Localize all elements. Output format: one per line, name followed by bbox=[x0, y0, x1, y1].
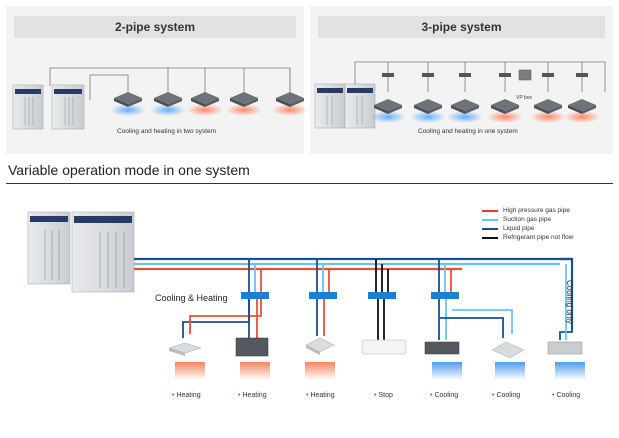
legend-item: High pressure gas pipe bbox=[482, 206, 573, 215]
bottom-outdoor-units bbox=[27, 211, 135, 293]
mode-label: •Stop bbox=[374, 392, 393, 399]
pipe-legend: High pressure gas pipe Suction gas pipe … bbox=[482, 206, 573, 242]
mode-label: •Cooling bbox=[430, 392, 459, 399]
mode-label: •Heating bbox=[172, 392, 201, 399]
two-pipe-indoor-units bbox=[110, 92, 308, 116]
three-pipe-panel: 3-pipe system bbox=[310, 6, 613, 154]
mode-glows bbox=[175, 362, 585, 380]
mode-text: Cooling bbox=[496, 392, 521, 399]
mode-text: Heating bbox=[176, 392, 201, 399]
bottom-indoor-units bbox=[168, 337, 583, 359]
three-pipe-title: 3-pipe system bbox=[318, 16, 605, 38]
legend-swatch bbox=[482, 227, 498, 230]
mode-label: •Heating bbox=[238, 392, 267, 399]
three-pipe-caption: Cooling and heating in one system bbox=[418, 128, 518, 135]
mode-text: Heating bbox=[242, 392, 267, 399]
legend-swatch bbox=[482, 236, 498, 239]
legend-label: Suction gas pipe bbox=[503, 216, 552, 223]
legend-item: Refrigerant pipe not flow bbox=[482, 233, 573, 242]
two-pipe-outdoor-units bbox=[12, 84, 85, 130]
two-pipe-caption: Cooling and heating in two system bbox=[117, 128, 217, 135]
mode-text: Stop bbox=[378, 392, 393, 399]
legend-swatch bbox=[482, 218, 498, 221]
section-divider bbox=[6, 183, 613, 184]
section-title: Variable operation mode in one system bbox=[8, 162, 250, 178]
two-pipe-panel: 2-pipe system bbox=[6, 6, 304, 154]
legend-item: Liquid pipe bbox=[482, 224, 573, 233]
mode-label: •Cooling bbox=[552, 392, 581, 399]
legend-label: Liquid pipe bbox=[503, 225, 535, 232]
cooling-heating-label: Cooling & Heating bbox=[155, 293, 228, 303]
three-pipe-piping bbox=[354, 61, 606, 92]
heating-group-pipes bbox=[182, 299, 385, 340]
mode-text: Heating bbox=[310, 392, 335, 399]
mode-label: •Cooling bbox=[492, 392, 521, 399]
bottom-branch-boxes bbox=[241, 292, 459, 299]
cooling-only-label: Cooling only bbox=[565, 280, 574, 325]
mode-text: Cooling bbox=[556, 392, 581, 399]
three-pipe-indoor-units bbox=[370, 99, 600, 123]
legend-label: Refrigerant pipe not flow bbox=[503, 234, 574, 241]
vp-box-icon bbox=[518, 69, 532, 81]
branch-drops bbox=[248, 259, 452, 292]
cooling-group-pipes bbox=[438, 264, 573, 340]
legend-label: High pressure gas pipe bbox=[503, 207, 570, 214]
main-pipe-lines bbox=[134, 257, 574, 330]
legend-item: Suction gas pipe bbox=[482, 215, 573, 224]
two-pipe-title: 2-pipe system bbox=[14, 16, 296, 38]
vp-box-label: VP box bbox=[516, 95, 533, 101]
three-pipe-branch-boxes bbox=[382, 73, 588, 77]
mode-label: •Heating bbox=[306, 392, 335, 399]
mode-text: Cooling bbox=[434, 392, 459, 399]
two-pipe-piping bbox=[49, 67, 291, 100]
three-pipe-outdoor-units bbox=[314, 83, 376, 129]
legend-swatch bbox=[482, 209, 498, 212]
